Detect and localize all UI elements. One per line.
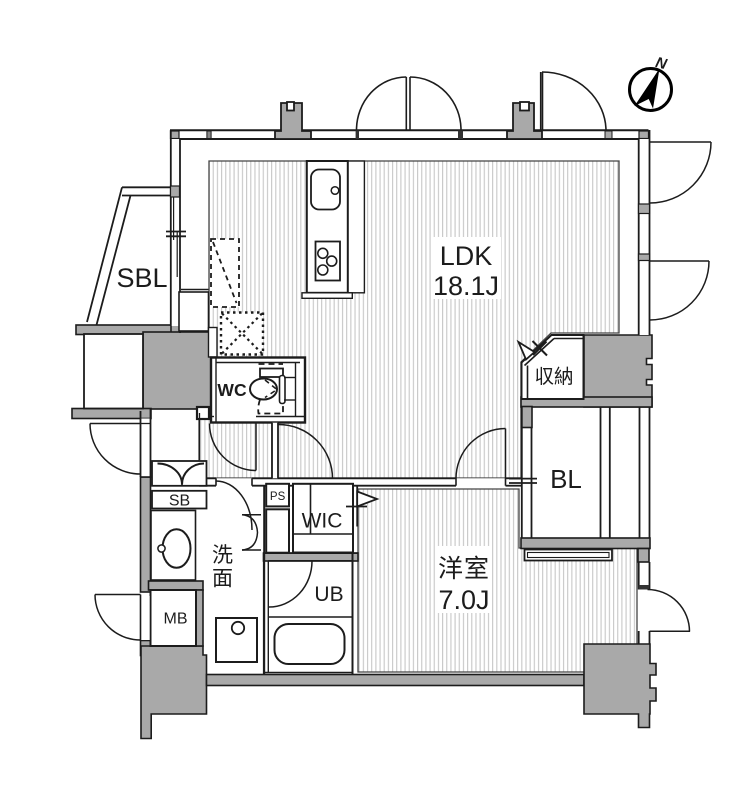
- ub-label: UB: [314, 583, 343, 606]
- shoe-box-label: SB: [169, 493, 190, 510]
- wall-bl-bottom-band: [520, 537, 651, 550]
- wic-door-icon: [346, 486, 380, 527]
- sliding-window-left-icon: [166, 197, 186, 277]
- french-window-icon: [355, 76, 462, 131]
- ldk-area-label: 18.1J: [433, 271, 499, 301]
- wall-mb-top-band: [147, 580, 204, 591]
- wall-mb-right-strip: [195, 589, 204, 647]
- casement-window-1-icon: [649, 141, 712, 204]
- vanity-faucet-icon: [157, 544, 166, 553]
- wall-wic-ub-band: [262, 552, 359, 562]
- entrance: [89, 409, 201, 478]
- shoe-box: SB: [151, 460, 208, 510]
- wall-storage-bottom-band: [520, 396, 653, 408]
- top-wall: [169, 71, 650, 140]
- pipe-space: PS: [265, 482, 291, 554]
- balcony-label: BL: [550, 464, 582, 494]
- storage: 収納: [516, 334, 585, 400]
- swing-window-top-icon: [539, 71, 607, 132]
- wall-core-blob: [142, 331, 212, 410]
- storage-door-icon: [516, 339, 548, 361]
- washroom-door-icon: [215, 480, 261, 551]
- wall-left-column-upper: [139, 476, 152, 593]
- bedroom-door-icon: [455, 427, 507, 479]
- porch: [83, 333, 144, 410]
- wall-masses: [71, 275, 657, 740]
- compass-icon: N: [628, 54, 673, 112]
- sub-balcony: [86, 186, 171, 326]
- wc-room: [209, 356, 307, 424]
- wall-bottom-right-block: [583, 643, 657, 729]
- bathtub-icon: [273, 623, 346, 665]
- bedroom-ledge: [523, 548, 613, 562]
- wall-bl-west-top: [520, 405, 533, 429]
- toilet-icon: [249, 363, 296, 415]
- ldk-label: LDK: [440, 241, 493, 271]
- bedroom-label-plate: [436, 546, 492, 613]
- ldk-door-icon: [278, 423, 334, 479]
- wall-bottom-left-blob: [140, 645, 208, 740]
- pipe-space-label: PS: [270, 491, 286, 503]
- dotted-x-box-icon: [219, 311, 265, 356]
- top-pillar-2: [506, 101, 543, 140]
- walk-in-closet: WIC: [292, 482, 380, 554]
- kitchen-counter-band: [347, 160, 366, 294]
- right-wall: [599, 130, 712, 644]
- bedroom-east-door-icon: [647, 588, 691, 633]
- ldk-label-plate: [431, 237, 501, 299]
- top-pillar-1: [274, 101, 312, 140]
- washbasin-icon: [161, 528, 192, 569]
- bl-window-icon: [509, 477, 537, 484]
- bedroom-label: 洋室: [438, 555, 490, 583]
- kitchen-counter-base: [301, 292, 353, 299]
- wic-label: WIC: [302, 510, 343, 533]
- vanity: [150, 509, 197, 581]
- casement-window-2-icon: [649, 260, 710, 321]
- wall-right-mid-block: [637, 547, 650, 563]
- fridge-space-icon: [210, 238, 240, 308]
- wc-label: WC: [217, 380, 247, 400]
- wall-porch-band: [71, 407, 152, 420]
- meter-box: MB: [94, 589, 197, 647]
- ub-door-icon: [268, 560, 313, 608]
- entrance-door-icon: [89, 422, 151, 475]
- storage-label: 収納: [534, 366, 573, 388]
- kitchen: [301, 160, 366, 299]
- bedroom-area-label: 7.0J: [438, 585, 489, 615]
- niche-boxes: [178, 288, 218, 421]
- wall-bottom-band: [205, 673, 585, 687]
- balcony: BL: [509, 406, 582, 538]
- room-labels: LDK 18.1J 洋室 7.0J SBL WC 洗 面: [116, 241, 499, 615]
- kitchen-sink-icon: [310, 168, 341, 211]
- meter-box-label: MB: [164, 611, 188, 628]
- meter-box-door-icon: [94, 593, 141, 641]
- left-wall-sill-block: [169, 185, 181, 198]
- unit-bath: UB: [262, 552, 358, 674]
- sbl-label: SBL: [116, 263, 167, 293]
- washroom-label-1: 洗: [212, 544, 233, 567]
- washer-pan-icon: [215, 617, 258, 663]
- kitchen-faucet-icon: [330, 185, 340, 196]
- washroom-label-2: 面: [212, 568, 233, 591]
- compass-n-label: N: [654, 54, 670, 73]
- wc-door-icon: [208, 423, 257, 472]
